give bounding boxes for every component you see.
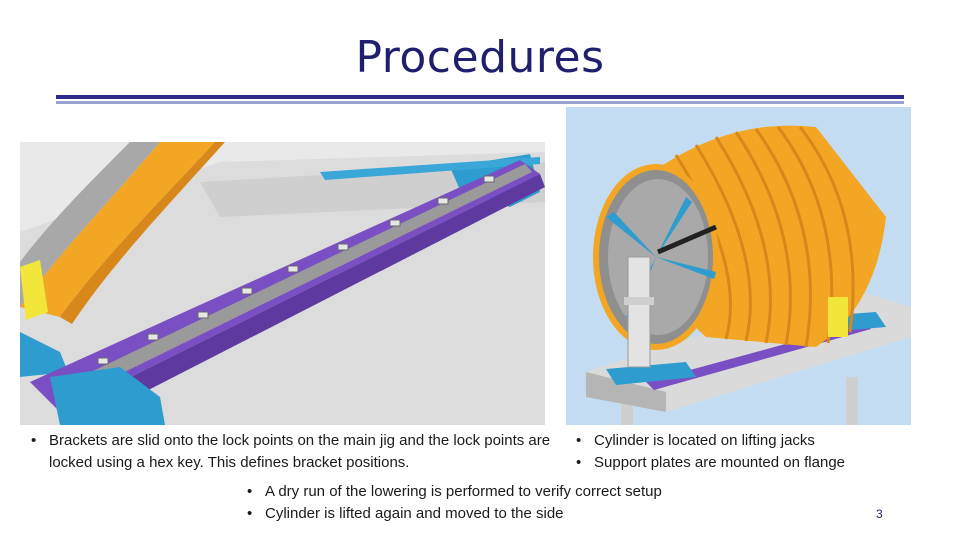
right-bullet-item: Support plates are mounted on flange: [571, 452, 901, 474]
title-rule-bottom: [56, 101, 904, 104]
cylinder-jacks-illustration: [566, 107, 911, 425]
bottom-bullet-item: A dry run of the lowering is performed t…: [242, 481, 802, 503]
jig-rail-illustration: [20, 142, 545, 425]
left-bullet-list: Brackets are slid onto the lock points o…: [26, 430, 556, 474]
right-bullet-item: Cylinder is located on lifting jacks: [571, 430, 901, 452]
left-bullet-item: Brackets are slid onto the lock points o…: [26, 430, 556, 474]
title-rule-top: [56, 95, 904, 99]
right-bullet-list: Cylinder is located on lifting jacks Sup…: [571, 430, 901, 474]
bottom-bullet-item: Cylinder is lifted again and moved to th…: [242, 503, 802, 525]
slide-title: Procedures: [355, 32, 605, 83]
bottom-bullet-list: A dry run of the lowering is performed t…: [242, 481, 802, 525]
page-number: 3: [876, 507, 883, 521]
